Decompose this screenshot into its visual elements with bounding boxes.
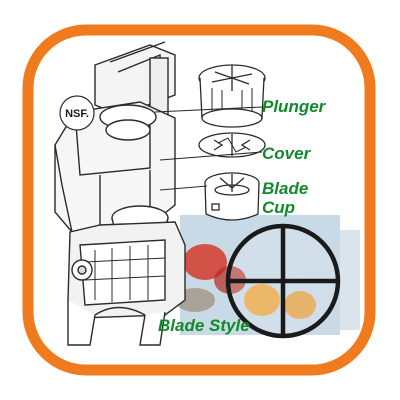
cover-part	[198, 132, 266, 158]
cover-label: Cover	[262, 144, 311, 163]
orange-frame	[22, 24, 376, 376]
plunger-label: Plunger	[262, 97, 326, 116]
blade-style-label: Blade Style	[158, 316, 250, 335]
leader-lines	[154, 106, 263, 191]
plunger-part	[198, 64, 266, 128]
blade-style-diagram	[225, 223, 341, 339]
machine-drawing	[54, 41, 186, 346]
blade-cup-label-line2: Cup	[262, 198, 296, 217]
svg-text:NSF.: NSF.	[65, 108, 89, 120]
blade-cup-label-line1: Blade	[262, 179, 309, 198]
blade-cup-part	[204, 172, 260, 221]
nsf-badge: NSF.	[59, 95, 95, 131]
